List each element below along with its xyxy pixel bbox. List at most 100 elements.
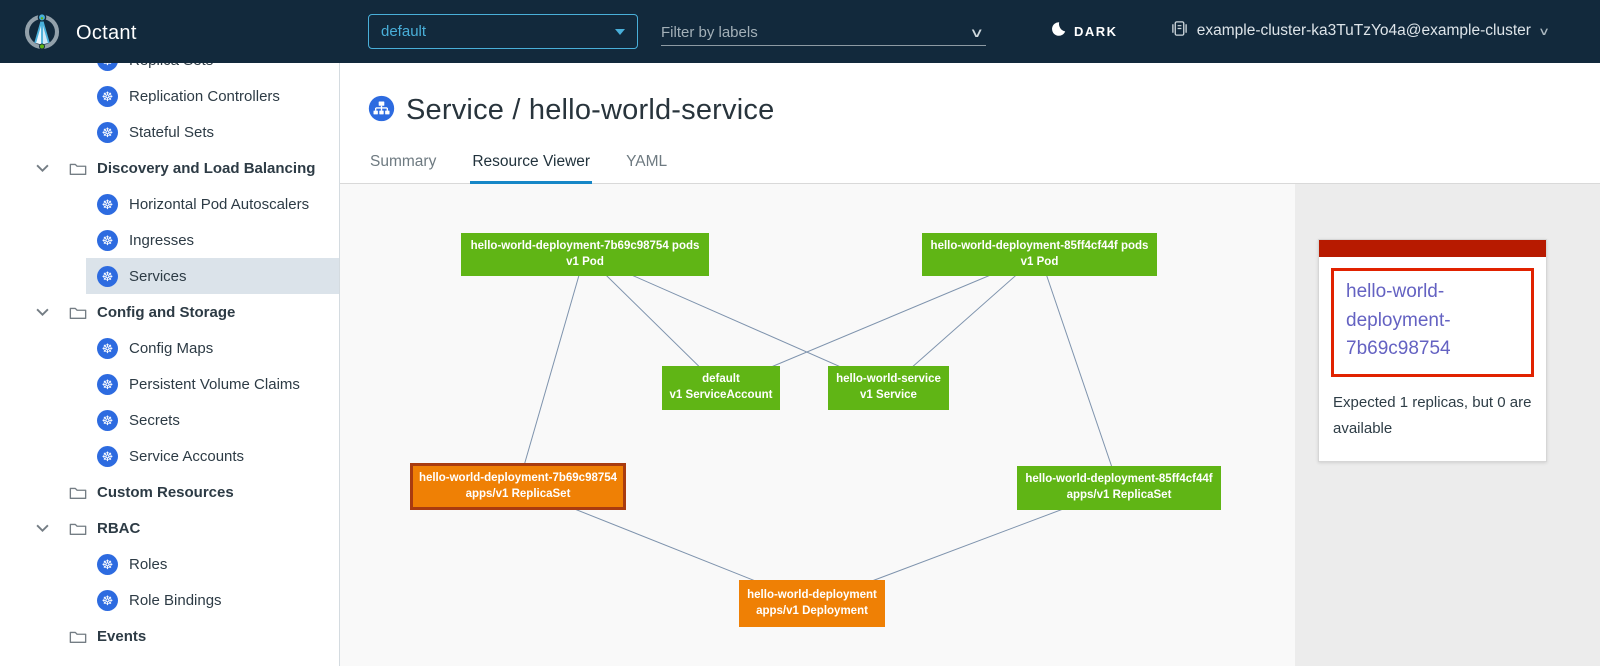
theme-toggle-button[interactable]: DARK <box>1050 21 1118 42</box>
sidebar-item-role-bindings[interactable]: ☸ Role Bindings <box>86 582 339 618</box>
folder-icon <box>69 629 87 644</box>
node-label-primary: hello-world-deployment-85ff4cf44f <box>1025 473 1213 486</box>
sidebar-item-label: Service Accounts <box>129 447 245 465</box>
brand[interactable]: Octant <box>22 11 137 56</box>
sidebar-item-label: Config and Storage <box>97 303 236 321</box>
replication-controllers-icon: ☸ <box>97 85 118 107</box>
node-label-secondary: apps/v1 ReplicaSet <box>1066 489 1172 501</box>
chevron-down-icon[interactable]: ∨ <box>969 24 985 40</box>
config-maps-icon: ☸ <box>97 337 118 359</box>
node-label-secondary: v1 Pod <box>566 255 604 268</box>
sidebar-item-events[interactable]: Events <box>0 618 339 654</box>
sidebar-item-label: Ingresses <box>129 231 195 249</box>
sidebar-item-label: Stateful Sets <box>129 123 215 141</box>
sidebar-item-label: Events <box>97 627 147 645</box>
graph-node-pod-7b69c98754[interactable]: hello-world-deployment-7b69c98754 pods v1… <box>461 233 709 276</box>
label-filter-input[interactable] <box>661 24 973 41</box>
sidebar-item-label: Replication Controllers <box>129 87 280 105</box>
sidebar-item-label: Services <box>129 267 187 285</box>
resource-link[interactable]: hello-world-deployment-7b69c98754 <box>1346 281 1451 359</box>
sidebar-item-secrets[interactable]: ☸Secrets <box>86 402 339 438</box>
main-content: Service / hello-world-service Summary Re… <box>340 63 1600 666</box>
sidebar-item-ingresses[interactable]: ☸ Ingresses <box>86 222 339 258</box>
sidebar-item-roles[interactable]: ☸Roles <box>86 546 339 582</box>
service-accounts-icon: ☸ <box>97 445 118 467</box>
sidebar-item-config-and-storage[interactable]: Config and Storage <box>0 294 339 330</box>
sidebar-item-persistent-volume-claims[interactable]: ☸ Persistent Volume Claims <box>86 366 339 402</box>
sidebar-item-label: Horizontal Pod Autoscalers <box>129 195 310 213</box>
resource-viewer-content: hello-world-deployment-7b69c98754 pods v1… <box>340 184 1600 666</box>
status-message: Expected 1 replicas, but 0 are available <box>1333 393 1532 438</box>
sidebar-item-custom-resources[interactable]: Custom Resources <box>0 474 339 510</box>
sidebar-item-horizontal-pod-autoscalers[interactable]: ☸ Horizontal Pod Autoscalers <box>86 186 339 222</box>
node-label-primary: default <box>702 373 740 386</box>
graph-node-replicaset-85ff4cf44f[interactable]: hello-world-deployment-85ff4cf44f apps/v1… <box>1017 466 1221 510</box>
folder-icon <box>69 521 87 536</box>
secrets-icon: ☸ <box>97 409 118 431</box>
ingresses-icon: ☸ <box>97 229 118 251</box>
stateful-sets-icon: ☸ <box>97 121 118 143</box>
node-label-secondary: apps/v1 ReplicaSet <box>465 487 571 500</box>
chevron-down-icon[interactable] <box>36 524 50 532</box>
node-label-secondary: v1 Service <box>860 389 917 401</box>
sidebar-item-label: Role Bindings <box>129 591 222 609</box>
replica-sets-icon: ☸ <box>97 63 118 71</box>
cluster-context-label: example-cluster-ka3TuTzYo4a@example-clus… <box>1196 22 1531 39</box>
sidebar-item-replica-sets[interactable]: ☸ Replica Sets <box>86 63 339 78</box>
node-label-secondary: v1 Pod <box>1020 255 1059 268</box>
node-label-primary: hello-world-deployment-7b69c98754 pods <box>470 239 700 252</box>
moon-icon <box>1050 21 1066 42</box>
resource-header: Service / hello-world-service Summary Re… <box>340 63 1600 184</box>
cluster-icon <box>1171 20 1188 42</box>
folder-icon <box>69 161 87 176</box>
sidebar-item-label: Config Maps <box>129 339 214 357</box>
graph-node-service-hello-world-service[interactable]: hello-world-service v1 Service <box>828 366 949 410</box>
tab-resource-viewer[interactable]: Resource Viewer <box>470 153 593 184</box>
folder-icon <box>69 485 87 500</box>
node-label-secondary: apps/v1 Deployment <box>756 604 868 617</box>
sidebar-item-label: RBAC <box>97 519 141 537</box>
tab-bar: Summary Resource Viewer YAML <box>368 153 669 184</box>
chevron-down-icon: ∨ <box>1537 25 1551 38</box>
alert-border-box: hello-world-deployment-7b69c98754 <box>1331 268 1534 377</box>
sidebar-list: ☸ Replica Sets ☸ Replication Controllers ☸ St… <box>0 63 339 654</box>
sidebar-item-replication-controllers[interactable]: ☸ Replication Controllers <box>86 78 339 114</box>
sidebar-item-config-maps[interactable]: ☸ Config Maps <box>86 330 339 366</box>
sidebar-item-rbac[interactable]: RBAC <box>0 510 339 546</box>
role-bindings-icon: ☸ <box>97 589 118 611</box>
resource-graph: hello-world-deployment-7b69c98754 pods v1… <box>340 184 1295 666</box>
sidebar-item-label: Persistent Volume Claims <box>129 375 300 393</box>
theme-toggle-label: DARK <box>1074 24 1118 39</box>
sidebar-item-label: Replica Sets <box>129 63 213 69</box>
sidebar-item-discovery-and-load-balancing[interactable]: Discovery and Load Balancing <box>0 150 339 186</box>
folder-icon <box>69 305 87 320</box>
chevron-down-icon[interactable] <box>36 308 50 316</box>
services-icon: ☸ <box>97 265 118 287</box>
cluster-context-selector[interactable]: example-cluster-ka3TuTzYo4a@example-clus… <box>1171 20 1551 42</box>
chevron-down-icon[interactable] <box>36 164 50 172</box>
sidebar-item-stateful-sets[interactable]: ☸ Stateful Sets <box>86 114 339 150</box>
octant-logo-icon <box>22 11 62 56</box>
app-header: Octant default ∨ DARK example-cluster-ka… <box>0 0 1600 63</box>
sidebar-item-label: Roles <box>129 555 168 573</box>
namespace-value: default <box>381 23 427 40</box>
page-title: Service / hello-world-service <box>406 94 775 126</box>
sidebar-navigation: ☸ Replica Sets ☸ Replication Controllers ☸ St… <box>0 63 340 666</box>
graph-edge <box>517 254 586 487</box>
persistent-volume-claims-icon: ☸ <box>97 373 118 395</box>
tab-summary[interactable]: Summary <box>370 153 437 170</box>
page-title-row: Service / hello-world-service <box>368 94 774 127</box>
sidebar-item-services[interactable]: ☸ Services <box>86 258 339 294</box>
label-filter: ∨ <box>661 20 986 46</box>
sidebar-item-label: Custom Resources <box>97 483 234 501</box>
tab-yaml[interactable]: YAML <box>626 153 668 170</box>
sidebar-item-label: Discovery and Load Balancing <box>97 159 316 177</box>
horizontal-pod-autoscalers-icon: ☸ <box>97 193 118 215</box>
node-label-primary: hello-world-service <box>836 373 941 386</box>
namespace-dropdown[interactable]: default <box>368 14 638 49</box>
sidebar-item-service-accounts[interactable]: ☸ Service Accounts <box>86 438 339 474</box>
